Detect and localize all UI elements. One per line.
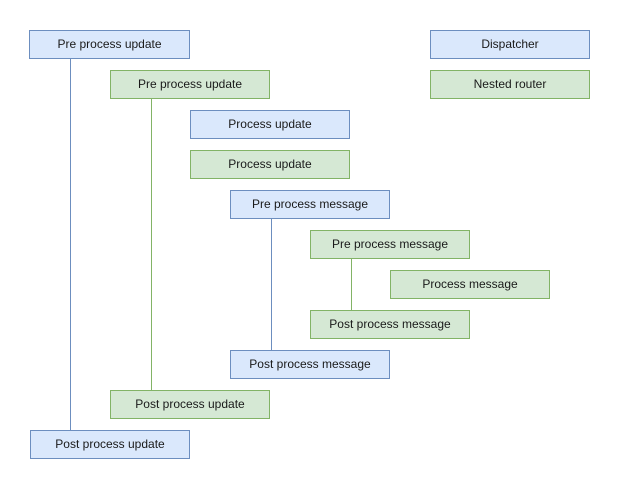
node-label: Pre process update xyxy=(137,77,243,92)
node-label: Pre process message xyxy=(251,197,369,212)
node-n6[interactable]: Pre process message xyxy=(310,230,470,259)
node-n9[interactable]: Post process message xyxy=(230,350,390,379)
node-n4[interactable]: Process update xyxy=(190,150,350,179)
node-n1[interactable]: Pre process update xyxy=(29,30,190,59)
node-label: Post process update xyxy=(135,397,245,412)
node-label: Pre process message xyxy=(331,237,449,252)
node-label: Process update xyxy=(228,117,312,132)
connector-n6-to-n8 xyxy=(351,259,352,310)
node-n7[interactable]: Process message xyxy=(390,270,550,299)
connector-n5-to-n9 xyxy=(271,219,272,350)
node-n2[interactable]: Pre process update xyxy=(110,70,270,99)
connector-n1-to-n11 xyxy=(70,59,71,430)
node-n11[interactable]: Post process update xyxy=(30,430,190,459)
legend-item-nested[interactable]: Nested router xyxy=(430,70,590,99)
node-label: Process message xyxy=(422,277,518,292)
legend-item-label: Nested router xyxy=(473,77,547,92)
node-label: Pre process update xyxy=(57,37,162,52)
legend-item-label: Dispatcher xyxy=(481,37,539,52)
node-n3[interactable]: Process update xyxy=(190,110,350,139)
node-label: Process update xyxy=(228,157,312,172)
node-label: Post process message xyxy=(249,357,371,372)
node-n5[interactable]: Pre process message xyxy=(230,190,390,219)
connector-n2-to-n10 xyxy=(151,99,152,390)
node-label: Post process message xyxy=(329,317,451,332)
node-label: Post process update xyxy=(55,437,165,452)
node-n10[interactable]: Post process update xyxy=(110,390,270,419)
node-n8[interactable]: Post process message xyxy=(310,310,470,339)
legend-item-dispatcher[interactable]: Dispatcher xyxy=(430,30,590,59)
